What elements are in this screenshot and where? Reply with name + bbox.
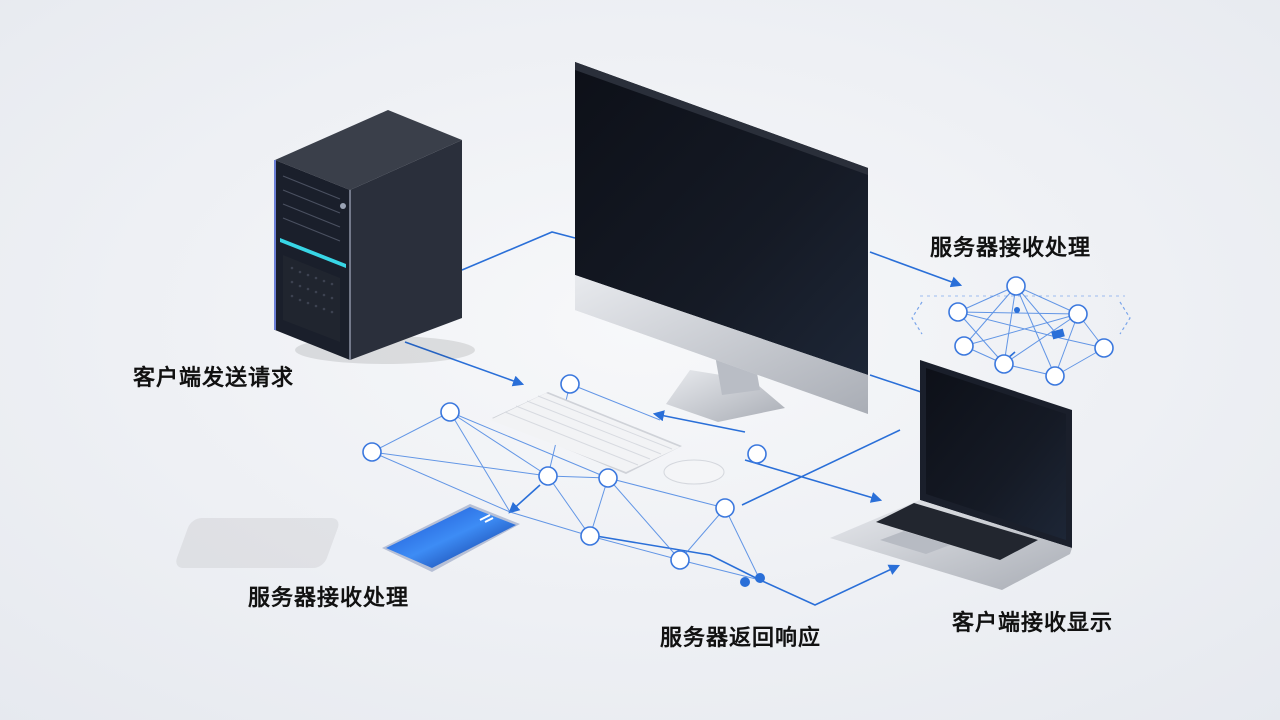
- label-server-process-bottom: 服务器接收处理: [248, 586, 410, 611]
- monitor-icon: [575, 62, 868, 422]
- label-server-process-top: 服务器接收处理: [930, 236, 1092, 261]
- smartphone-icon: [176, 504, 520, 572]
- network-graph-icon: [362, 374, 767, 587]
- label-client-display: 客户端接收显示: [952, 611, 1114, 636]
- label-server-response: 服务器返回响应: [660, 626, 822, 651]
- pc-tower-icon: [274, 110, 475, 364]
- laptop-icon: [830, 360, 1072, 590]
- network-graph-icon: [911, 276, 1131, 386]
- mouse-icon: [663, 459, 725, 485]
- keyboard-icon: [490, 392, 682, 474]
- label-client-send: 客户端发送请求: [133, 366, 295, 391]
